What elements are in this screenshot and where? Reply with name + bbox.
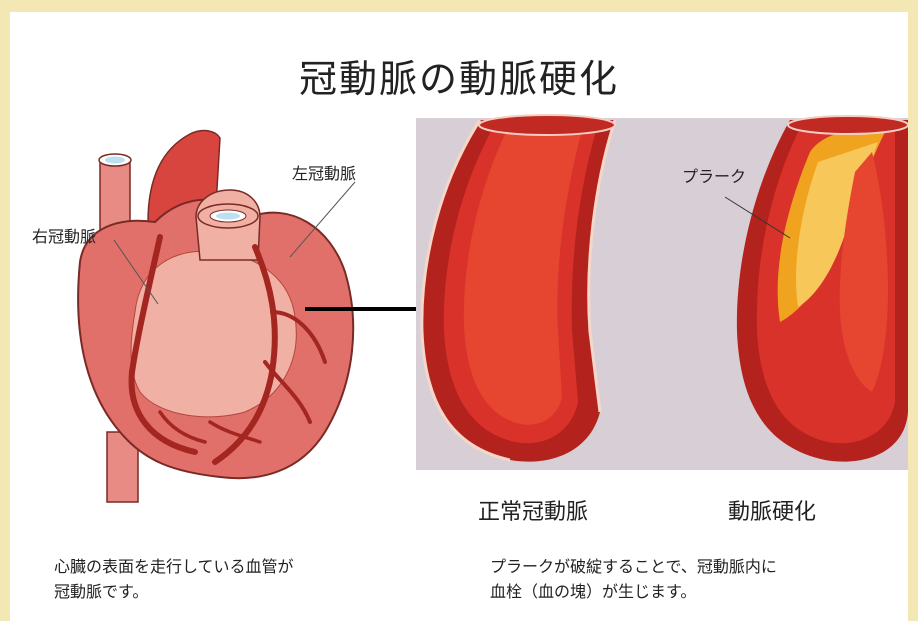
right-coronary-label: 右冠動脈 [32, 223, 96, 247]
right-caption: プラークが破綻することで、冠動脈内に 血栓（血の塊）が生じます。 [490, 554, 777, 604]
vessel-cross-section [416, 115, 908, 470]
illustration-canvas [10, 12, 908, 621]
plaque-label: プラーク [682, 163, 746, 187]
left-caption-line2: 冠動脈です。 [54, 579, 294, 604]
left-coronary-label: 左冠動脈 [292, 160, 356, 184]
left-caption-line1: 心臓の表面を走行している血管が [54, 554, 294, 579]
right-caption-line2: 血栓（血の塊）が生じます。 [490, 579, 777, 604]
left-caption: 心臓の表面を走行している血管が 冠動脈です。 [54, 554, 294, 604]
right-caption-line1: プラークが破綻することで、冠動脈内に [490, 554, 777, 579]
normal-artery-label: 正常冠動脈 [478, 494, 588, 526]
heart-illustration [78, 131, 353, 502]
sclerosis-label: 動脈硬化 [728, 494, 816, 526]
diagram-panel: 冠動脈の動脈硬化 [10, 12, 908, 621]
